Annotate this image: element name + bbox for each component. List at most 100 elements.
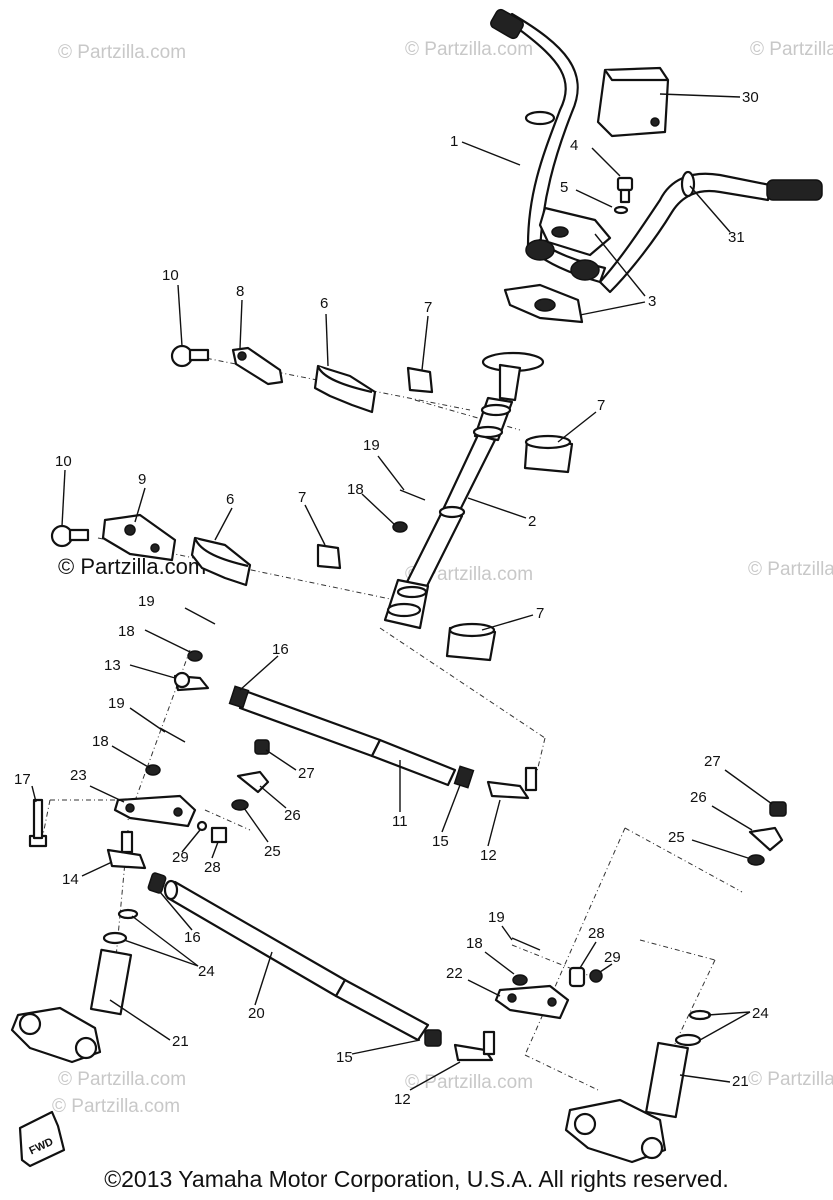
cotter-pin-19	[184, 607, 216, 625]
watermark: © Partzilla.com	[405, 1072, 533, 1093]
knuckle-arm-23	[113, 794, 197, 828]
watermark: © Partzilla.com	[52, 1096, 180, 1117]
cap-27	[769, 801, 787, 817]
bushing-7-a	[406, 366, 434, 394]
callout-28: 28	[204, 859, 221, 876]
nut-18	[187, 650, 203, 662]
callout-19: 19	[138, 593, 155, 610]
callout-20: 20	[248, 1005, 265, 1022]
bushing-7-c	[316, 543, 342, 570]
washer-25	[231, 799, 249, 811]
handlebar	[490, 8, 823, 294]
callout-6: 6	[226, 491, 234, 508]
callout-6: 6	[320, 295, 328, 312]
nut-18	[392, 521, 408, 533]
locknut-15	[424, 1029, 442, 1047]
cap-27	[254, 739, 270, 755]
washer-24	[688, 1009, 712, 1021]
callout-30: 30	[742, 89, 759, 106]
callout-10: 10	[55, 453, 72, 470]
tie-rod-end-14	[106, 830, 147, 870]
callout-16: 16	[184, 929, 201, 946]
assembly-lines	[41, 355, 743, 1091]
callout-5: 5	[560, 179, 568, 196]
plate-8	[231, 346, 284, 386]
callout-2: 2	[528, 513, 536, 530]
callout-23: 23	[70, 767, 87, 784]
washer-24	[674, 1033, 702, 1047]
callout-3: 3	[648, 293, 656, 310]
watermark: © Partzilla.com	[748, 559, 833, 580]
washer-5	[613, 205, 629, 215]
callout-7: 7	[597, 397, 605, 414]
steering-column	[383, 351, 545, 630]
tie-rod-end-13	[173, 671, 210, 692]
callout-9: 9	[138, 471, 146, 488]
callout-29: 29	[604, 949, 621, 966]
bolt-17	[28, 798, 48, 848]
cotter-pin-19	[511, 937, 541, 951]
callout-24: 24	[198, 963, 215, 980]
washer-24	[102, 931, 128, 945]
bolt-28	[568, 966, 586, 988]
callout-27: 27	[704, 753, 721, 770]
bolt-10-upper	[170, 344, 210, 368]
callout-leaders	[31, 93, 773, 1091]
column-clamp-6-lower	[190, 536, 252, 587]
cotter-pin-19	[159, 727, 186, 743]
watermark-strong: © Partzilla.com	[58, 554, 206, 579]
callout-10: 10	[162, 267, 179, 284]
callout-26: 26	[690, 789, 707, 806]
callout-29: 29	[172, 849, 189, 866]
cotter-pin-19	[399, 489, 426, 501]
callout-25: 25	[264, 843, 281, 860]
locknut-16	[147, 872, 167, 894]
callout-15: 15	[432, 833, 449, 850]
callout-4: 4	[570, 137, 578, 154]
handlebar-pad	[596, 66, 670, 138]
callout-17: 17	[14, 771, 31, 788]
watermark: © Partzilla.com	[750, 39, 833, 60]
watermark: © Partzilla.com	[405, 564, 533, 585]
bushing-7-b	[523, 434, 574, 474]
callout-18: 18	[466, 935, 483, 952]
callout-21: 21	[172, 1033, 189, 1050]
watermark: © Partzilla.com	[405, 39, 533, 60]
spindle-21-right	[564, 1041, 689, 1164]
callout-18: 18	[118, 623, 135, 640]
washer-29	[196, 820, 208, 832]
copyright-notice: ©2013 Yamaha Motor Corporation, U.S.A. A…	[104, 1166, 729, 1192]
tie-rod-20	[163, 879, 430, 1042]
callout-7: 7	[536, 605, 544, 622]
bolt-4	[616, 176, 634, 204]
bolt-28	[210, 826, 228, 844]
knuckle-arm-22	[494, 984, 570, 1020]
callout-11: 11	[392, 813, 408, 830]
pitman-arm-9	[101, 513, 177, 562]
watermarks: © Partzilla.com © Partzilla.com © Partzi…	[52, 39, 833, 1117]
watermark: © Partzilla.com	[58, 42, 186, 63]
callout-25: 25	[668, 829, 685, 846]
nut-29	[589, 969, 603, 983]
callout-21: 21	[732, 1073, 749, 1090]
spindle-21-left	[10, 948, 133, 1064]
callout-16: 16	[272, 641, 289, 658]
callout-7: 7	[298, 489, 306, 506]
washer-25	[747, 854, 765, 866]
callout-12: 12	[394, 1091, 411, 1108]
forward-direction-arrow: FWD	[18, 1110, 66, 1168]
callout-1: 1	[450, 133, 458, 150]
callout-15: 15	[336, 1049, 353, 1066]
bushing-7-d	[445, 622, 497, 662]
handlebar-holder-upper	[538, 206, 612, 257]
handlebar-holder-lower	[503, 283, 584, 324]
bolt-10-lower	[50, 524, 90, 548]
callout-24: 24	[752, 1005, 769, 1022]
callout-19: 19	[488, 909, 505, 926]
callout-27: 27	[298, 765, 315, 782]
callout-8: 8	[236, 283, 244, 300]
callout-18: 18	[92, 733, 109, 750]
callout-22: 22	[446, 965, 463, 982]
nut-18	[512, 974, 528, 986]
